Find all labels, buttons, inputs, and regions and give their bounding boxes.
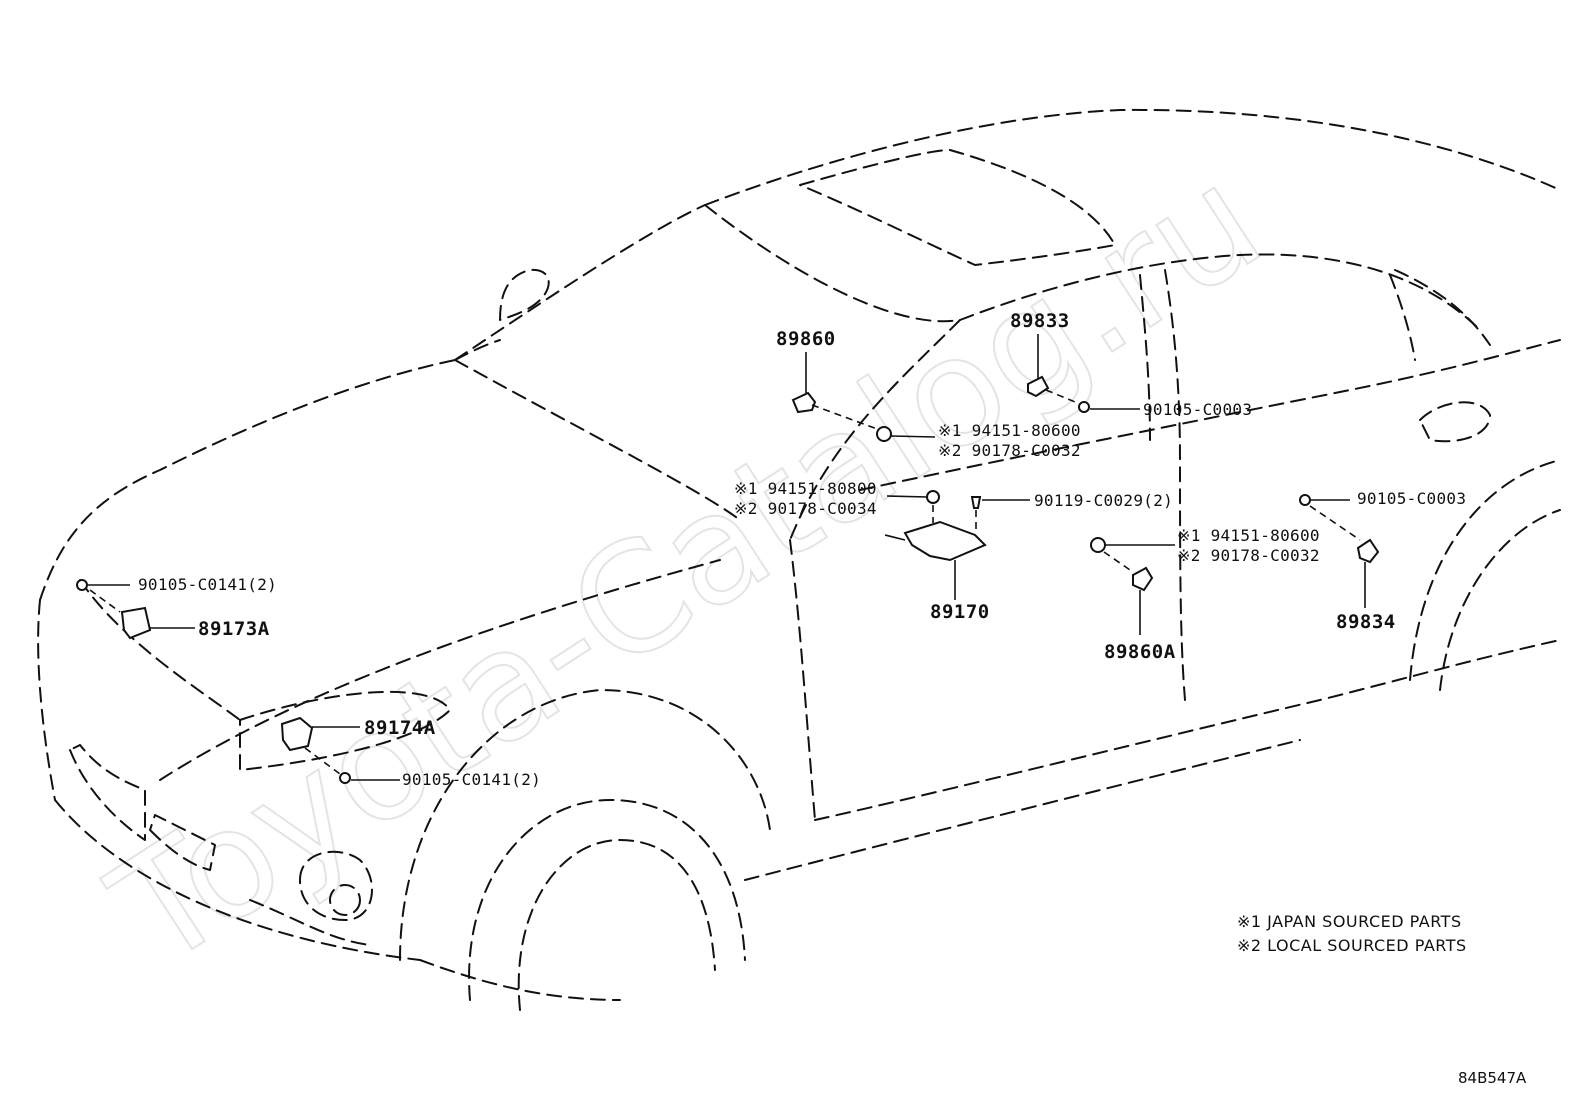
- sensor-89834: [1356, 538, 1380, 564]
- callout-90105-C0003-upper: 90105-C0003: [1143, 400, 1253, 419]
- callout-90105-C0003-rear: 90105-C0003: [1357, 489, 1467, 508]
- sensor-89833: [1027, 375, 1050, 398]
- airbag-sensor-assembly-89170: [903, 520, 987, 562]
- sensor-89860A: [1132, 566, 1154, 592]
- callout-89833: 89833: [1010, 310, 1070, 332]
- nut-89170: [926, 490, 940, 504]
- callout-90105-C0141-upper: 90105-C0141(2): [138, 575, 278, 594]
- bolt-89833: [1078, 401, 1090, 413]
- diagram-code: 84B547A: [1458, 1069, 1527, 1087]
- watermark-text: Toyota-Catalog.ru: [84, 133, 1290, 1000]
- callout-90178-C0032-upper: ※2 90178-C0032: [938, 441, 1081, 460]
- nut-upper-left: [876, 426, 892, 442]
- callout-94151-80600-upper: ※1 94151-80600: [938, 421, 1081, 440]
- legend-note-2: ※2 LOCAL SOURCED PARTS: [1237, 936, 1467, 955]
- legend-note-1: ※1 JAPAN SOURCED PARTS: [1237, 912, 1462, 931]
- callout-89170: 89170: [930, 601, 990, 623]
- callout-89174A: 89174A: [364, 717, 436, 739]
- callout-89860: 89860: [776, 328, 836, 350]
- parts-and-leaders: [76, 334, 1380, 784]
- sensor-89174A: [280, 716, 314, 752]
- callout-94151-80600-lower: ※1 94151-80600: [1177, 526, 1320, 545]
- callout-89860A: 89860A: [1104, 641, 1176, 663]
- bolt-89174A: [339, 772, 351, 784]
- sensor-89173A: [120, 606, 152, 640]
- bolt-89170: [970, 496, 982, 509]
- callout-89834: 89834: [1336, 611, 1396, 633]
- callout-90178-C0034: ※2 90178-C0034: [734, 499, 877, 518]
- callout-89173A: 89173A: [198, 618, 270, 640]
- callout-90105-C0141-lower: 90105-C0141(2): [402, 770, 542, 789]
- bolt-89834: [1299, 494, 1311, 506]
- callout-90178-C0032-lower: ※2 90178-C0032: [1177, 546, 1320, 565]
- car-body-outline: [37, 108, 1561, 1011]
- bolt-89173A: [76, 579, 88, 591]
- callout-90119-C0029: 90119-C0029(2): [1034, 491, 1174, 510]
- callout-94151-80800: ※1 94151-80800: [734, 479, 877, 498]
- watermark: Toyota-Catalog.ru: [83, 132, 1291, 1001]
- nut-lower-right: [1090, 537, 1106, 553]
